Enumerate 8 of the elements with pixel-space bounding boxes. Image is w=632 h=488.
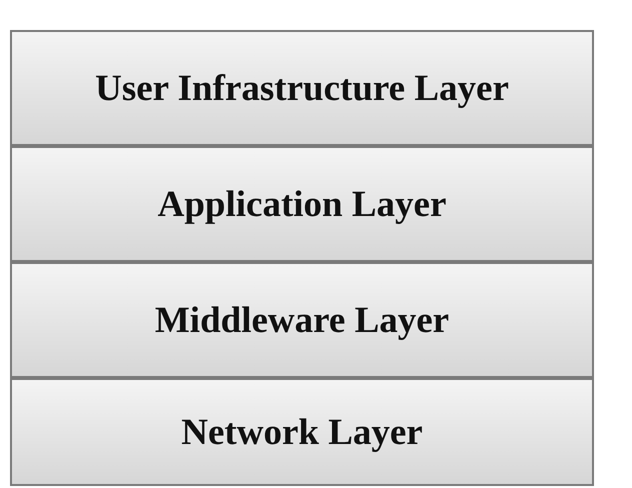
layer-box	[10, 30, 594, 146]
layer-box	[10, 146, 594, 262]
layer-label: Middleware Layer	[154, 298, 450, 342]
layer-label: Network Layer	[181, 410, 423, 454]
layer-label: User Infrastructure Layer	[95, 66, 509, 110]
layer-label: Application Layer	[158, 182, 446, 226]
layer-box	[10, 262, 594, 378]
layer-box	[10, 378, 594, 486]
